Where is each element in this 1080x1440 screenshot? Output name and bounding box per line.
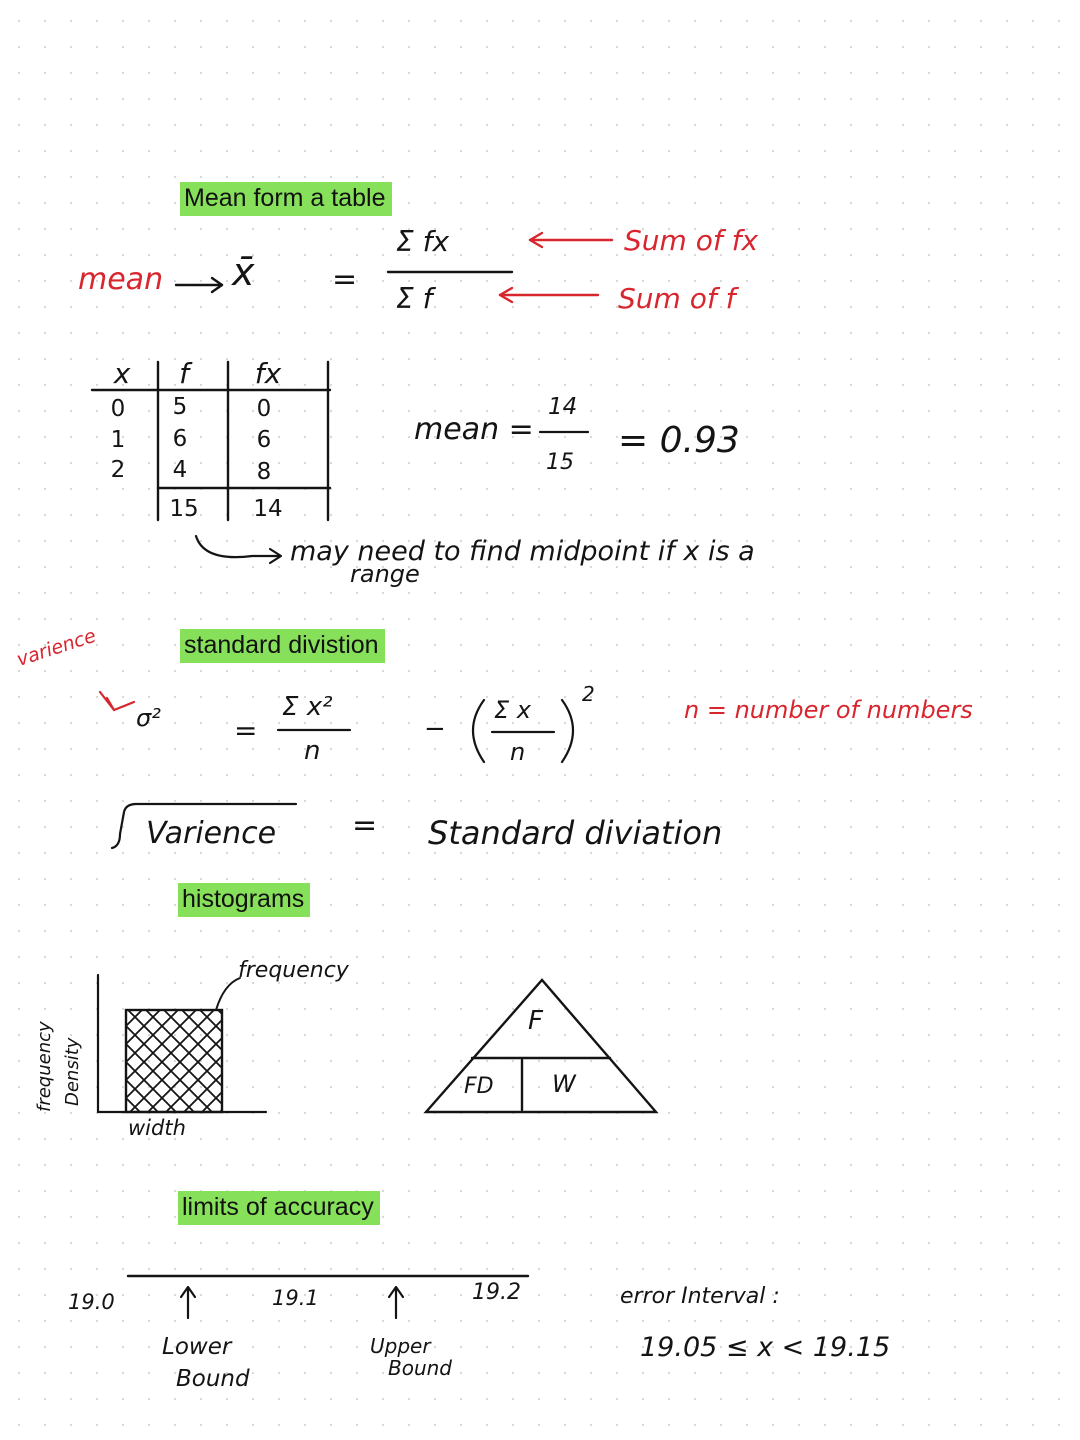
sd-minus: − [424,714,446,744]
error-interval-label: error Interval : [620,1284,780,1309]
table-cell: 4 [172,457,188,483]
upper-bound-label: Bound [388,1356,453,1380]
curved-arrow-icon [194,534,283,565]
mean-label: mean [78,262,164,297]
table-cell: 2 [110,457,126,483]
term2-exponent: 2 [582,682,595,706]
table-cell: 0 [110,396,126,422]
table-cell: 6 [172,426,188,452]
red-arrow-icon [498,231,614,304]
y-axis-label-frequency: frequency [34,1021,55,1112]
sigma-squared: σ² [136,704,161,732]
note-sum-fx: Sum of fx [624,224,759,257]
tick-label: 19.1 [272,1286,319,1310]
up-arrow-icon [179,1285,405,1320]
midpoint-note: may need to find midpoint if x is a [290,536,755,567]
mean-equals: = [332,262,358,297]
mean-denominator: Σ f [396,282,433,315]
left-paren [472,698,486,764]
triangle-label-w: W [552,1070,576,1098]
upper-bound-label: Upper [370,1334,431,1358]
table-cell: 5 [172,394,188,420]
term2-denominator: n [510,738,526,766]
lower-bound-label: Bound [176,1366,250,1392]
mean-numerator: Σ fx [396,225,450,258]
section-heading-histograms: histograms [178,883,311,917]
table-grid [90,360,332,522]
n-note: n = number of numbers [684,696,973,724]
table-cell: 1 [110,427,126,453]
error-interval-value: 19.05 ≤ x < 19.15 [640,1332,891,1363]
table-header: f [179,357,189,390]
midpoint-note-range: range [350,560,420,588]
triangle-diagram [423,978,659,1114]
sd-equals: = [234,714,258,747]
section-heading-mean: Mean form a table [180,182,392,216]
right-paren [560,698,574,764]
y-axis-label-density: Density [62,1037,83,1106]
lower-bound-label: Lower [162,1334,232,1360]
table-header: x [113,357,131,390]
histogram-bar [124,1008,224,1114]
triangle-label-f: F [528,1006,543,1036]
bar-label-frequency: frequency [238,958,349,983]
calc-numerator: 14 [548,394,578,420]
mean-arrow-icon [174,276,224,294]
x-bar-symbol: x̄ [232,250,255,294]
root-symbol-icon [110,802,298,850]
table-cell: 8 [256,459,272,485]
calc-result: = 0.93 [618,420,740,461]
tick-label: 19.0 [68,1290,115,1314]
x-axis-label-width: width [128,1116,186,1140]
table-total: 14 [253,496,283,522]
root-varience: Varience [146,816,277,851]
term2-numerator: Σ x [494,696,531,724]
term1-denominator: n [304,736,321,766]
term1-numerator: Σ x² [282,692,333,722]
triangle-label-fd: FD [464,1074,494,1099]
std-deviation-label: Standard diviation [428,814,723,852]
table-header: fx [254,357,282,390]
section-heading-limits: limits of accuracy [178,1191,380,1225]
note-sum-f: Sum of f [618,282,736,315]
calc-label: mean = [414,412,534,447]
frequency-pointer [215,977,241,1011]
table-cell: 0 [256,396,272,422]
varience-arrow-icon [98,690,136,712]
tick-label: 19.2 [472,1280,521,1305]
table-total: 15 [169,496,199,522]
section-heading-sd: standard divistion [180,629,385,663]
root-equals: = [352,808,378,843]
table-cell: 6 [256,427,272,453]
calc-denominator: 15 [546,450,574,475]
